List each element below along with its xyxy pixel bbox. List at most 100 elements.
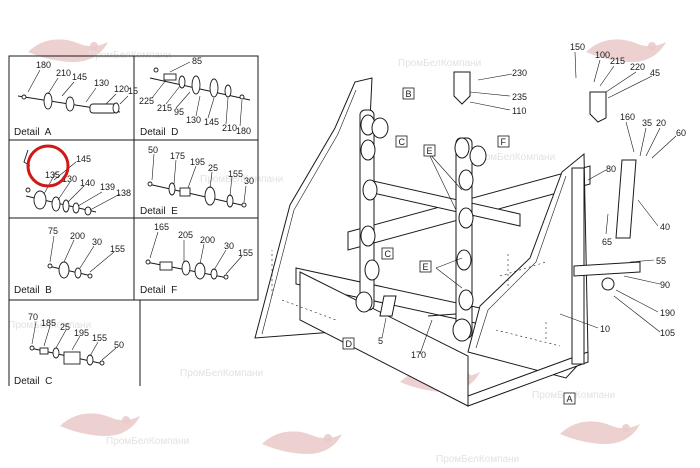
detail-g (23, 149, 97, 216)
tag-label: C (399, 137, 406, 147)
callout-label: 185 (41, 318, 56, 328)
detail-c-leaders (31, 321, 117, 361)
detail-c (29, 345, 105, 366)
callout-label: 225 (139, 96, 154, 106)
tag-box (402, 87, 415, 100)
callout-label: 15 (128, 86, 138, 96)
tag-box (423, 144, 436, 157)
detail-g-callouts: 145 135 130 140 139 138 (45, 154, 131, 198)
callout-label: 145 (72, 72, 87, 82)
tag-label: F (501, 137, 507, 147)
callout-label: 130 (94, 78, 109, 88)
callout-label: 30 (224, 241, 234, 251)
callout-label: 140 (80, 178, 95, 188)
callout-label: 100 (595, 50, 610, 60)
detail-c-title: Detail C (14, 376, 52, 387)
tag-label: B (406, 89, 412, 99)
detail-a-leaders (27, 69, 129, 105)
detail-g-leaders (43, 161, 121, 211)
detail-c-callouts: 70 185 25 195 155 50 (28, 312, 124, 350)
highlight-circle (26, 144, 70, 188)
callout-label: 45 (650, 68, 660, 78)
callout-label: 60 (676, 128, 686, 138)
callout-label: 130 (62, 174, 77, 184)
callout-label: 120 (114, 84, 129, 94)
callout-label: 195 (190, 157, 205, 167)
callout-label: 50 (148, 145, 158, 155)
callout-label: 145 (204, 117, 219, 127)
watermark-logo-icon (60, 413, 140, 436)
callout-label: 75 (48, 226, 58, 236)
watermark-text: ПромБелКомпани (180, 368, 263, 379)
callout-label: 138 (116, 188, 131, 198)
tag-box (395, 135, 408, 148)
detail-d-callouts: 85 225 215 95 130 145 210 180 (139, 56, 251, 136)
callout-label: 180 (236, 126, 251, 136)
callout-label: 190 (660, 308, 675, 318)
detail-d (149, 67, 251, 101)
callout-label: 200 (70, 231, 85, 241)
callout-label: 220 (630, 62, 645, 72)
callout-label: 155 (110, 244, 125, 254)
callout-label: 95 (174, 107, 184, 117)
callout-label: 90 (660, 280, 670, 290)
watermark-logo-icon (262, 431, 342, 454)
tag-label: C (385, 249, 392, 259)
callout-label: 230 (512, 68, 527, 78)
watermark-text: ПромБелКомпани (436, 454, 519, 465)
callout-label: 40 (660, 222, 670, 232)
callout-label: 180 (36, 60, 51, 70)
main-leaders (381, 51, 677, 355)
detail-e-leaders (151, 153, 247, 203)
callout-label: 30 (244, 176, 254, 186)
detail-f-callouts: 165 205 200 30 155 (154, 222, 253, 258)
callout-label: 35 (642, 118, 652, 128)
detail-d-title: Detail D (140, 127, 178, 138)
detail-b-callouts: 75 200 30 155 (48, 226, 125, 254)
detail-a (17, 92, 121, 114)
callout-label: 150 (570, 42, 585, 52)
callout-label: 165 (154, 222, 169, 232)
watermark-text: ПромБелКомпани (200, 174, 283, 185)
callout-label: 55 (656, 256, 666, 266)
detail-grid (8, 55, 259, 386)
callout-label: 25 (60, 322, 70, 332)
callout-label: 160 (620, 112, 635, 122)
tag-box (381, 247, 394, 260)
callout-label: 195 (74, 328, 89, 338)
callout-label: 70 (28, 312, 38, 322)
tag-box (419, 260, 432, 273)
watermark-text: ПромБелКомпани (106, 436, 189, 447)
callout-label: 155 (228, 169, 243, 179)
watermark-logo-icon (560, 421, 640, 444)
hidden-lines (271, 250, 561, 347)
callout-label: 50 (114, 340, 124, 350)
detail-f-leaders (149, 231, 243, 275)
callout-label: 110 (512, 106, 526, 116)
detail-b-leaders (49, 235, 115, 273)
callout-label: 210 (222, 123, 237, 133)
detail-f-title: Detail F (140, 285, 177, 296)
watermark-text: ПромБелКомпани (8, 320, 91, 331)
callout-label: 235 (512, 92, 527, 102)
main-frame (254, 71, 641, 407)
callout-label: 105 (660, 328, 675, 338)
main-tags: B C E F C E D A (342, 87, 576, 405)
tag-label: D (346, 339, 353, 349)
watermark-logo-icon (586, 39, 666, 62)
callout-label: 130 (186, 115, 201, 125)
callout-label: 139 (100, 182, 115, 192)
callout-label: 20 (656, 118, 666, 128)
tag-label: E (427, 146, 433, 156)
callout-label: 205 (178, 230, 193, 240)
callout-label: 80 (606, 164, 616, 174)
callout-label: 175 (170, 151, 185, 161)
callout-label: 10 (600, 324, 610, 334)
callout-label: 155 (92, 333, 107, 343)
callout-label: 170 (411, 350, 426, 360)
callout-label: 135 (45, 170, 60, 180)
detail-a-title: Detail A (14, 127, 52, 138)
detail-a-callouts: 180 210 145 130 120 15 (36, 60, 138, 96)
detail-d-leaders (151, 61, 243, 127)
